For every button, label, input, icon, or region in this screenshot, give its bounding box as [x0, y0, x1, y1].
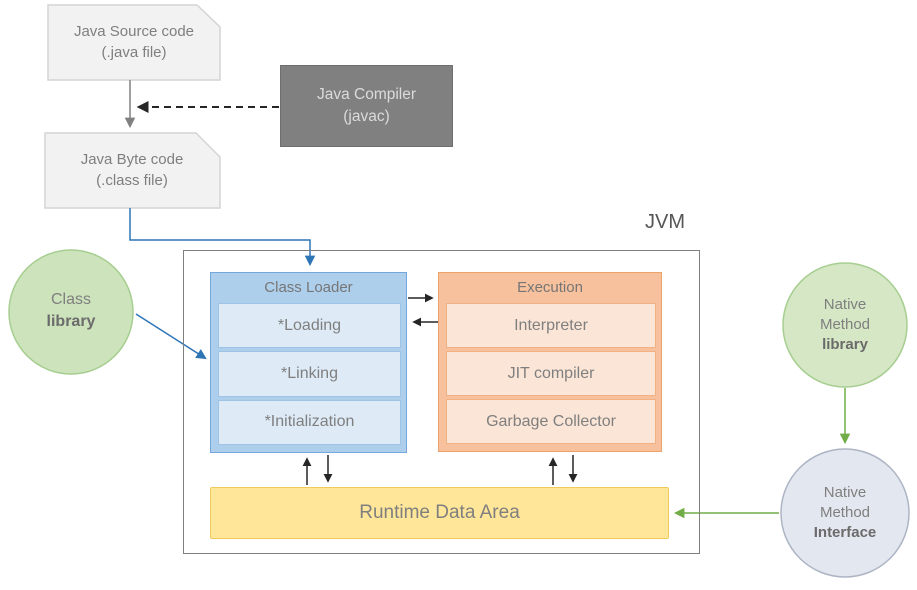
- java-bytecode-document-shape: [44, 132, 221, 209]
- class-loader-header: Class Loader: [264, 279, 353, 296]
- execution-item-garbage-collector: Garbage Collector: [446, 399, 656, 444]
- native-interface-line2: Method: [819, 504, 871, 521]
- native-method-library-circle: [782, 262, 908, 388]
- native-interface-line1: Native: [823, 484, 867, 501]
- class-loader-items: *Loading *Linking *Initialization: [218, 303, 401, 445]
- class-library-line1: Class: [50, 291, 91, 308]
- execution-engine-node: Execution Interpreter JIT compiler Garba…: [438, 272, 662, 452]
- java-source-line1: Java Source code: [73, 23, 195, 40]
- jvm-title: JVM: [645, 211, 685, 233]
- java-bytecode-line1: Java Byte code: [80, 151, 184, 168]
- java-source-line2: (.java file): [101, 44, 167, 61]
- java-source-node-label: Java Source code (.java file): [48, 21, 220, 63]
- execution-items: Interpreter JIT compiler Garbage Collect…: [446, 303, 656, 444]
- runtime-data-area-node: Runtime Data Area: [210, 487, 669, 539]
- execution-header: Execution: [517, 279, 583, 296]
- class-loader-item-linking: *Linking: [218, 351, 401, 397]
- class-library-circle: [8, 249, 134, 375]
- native-library-line3: library: [822, 336, 868, 353]
- native-library-line2: Method: [819, 316, 871, 333]
- java-bytecode-line2: (.class file): [96, 172, 168, 189]
- native-interface-line3: Interface: [813, 524, 877, 541]
- java-source-document-shape: [47, 4, 221, 81]
- java-compiler-line1: Java Compiler: [316, 86, 417, 103]
- execution-item-interpreter: Interpreter: [446, 303, 656, 348]
- jvm-boundary-box: [183, 250, 700, 554]
- native-method-interface-circle: [780, 448, 910, 578]
- native-method-interface-label: Native Method Interface: [785, 483, 905, 543]
- java-bytecode-node-label: Java Byte code (.class file): [46, 149, 218, 191]
- class-library-line2: library: [46, 313, 96, 330]
- java-compiler-line2: (javac): [343, 108, 390, 125]
- arrow-classlibrary-to-classloader: [135, 313, 207, 360]
- class-loader-item-initialization: *Initialization: [218, 399, 401, 445]
- class-library-label: Class library: [11, 289, 131, 333]
- java-compiler-node: Java Compiler (javac): [280, 65, 453, 147]
- class-loader-node: Class Loader *Loading *Linking *Initiali…: [210, 272, 407, 453]
- arrow-bytecode-to-classloader: [129, 208, 316, 267]
- class-loader-item-loading: *Loading: [218, 303, 401, 349]
- execution-item-jit-compiler: JIT compiler: [446, 351, 656, 396]
- native-method-library-label: Native Method library: [785, 295, 905, 355]
- native-library-line1: Native: [823, 296, 867, 313]
